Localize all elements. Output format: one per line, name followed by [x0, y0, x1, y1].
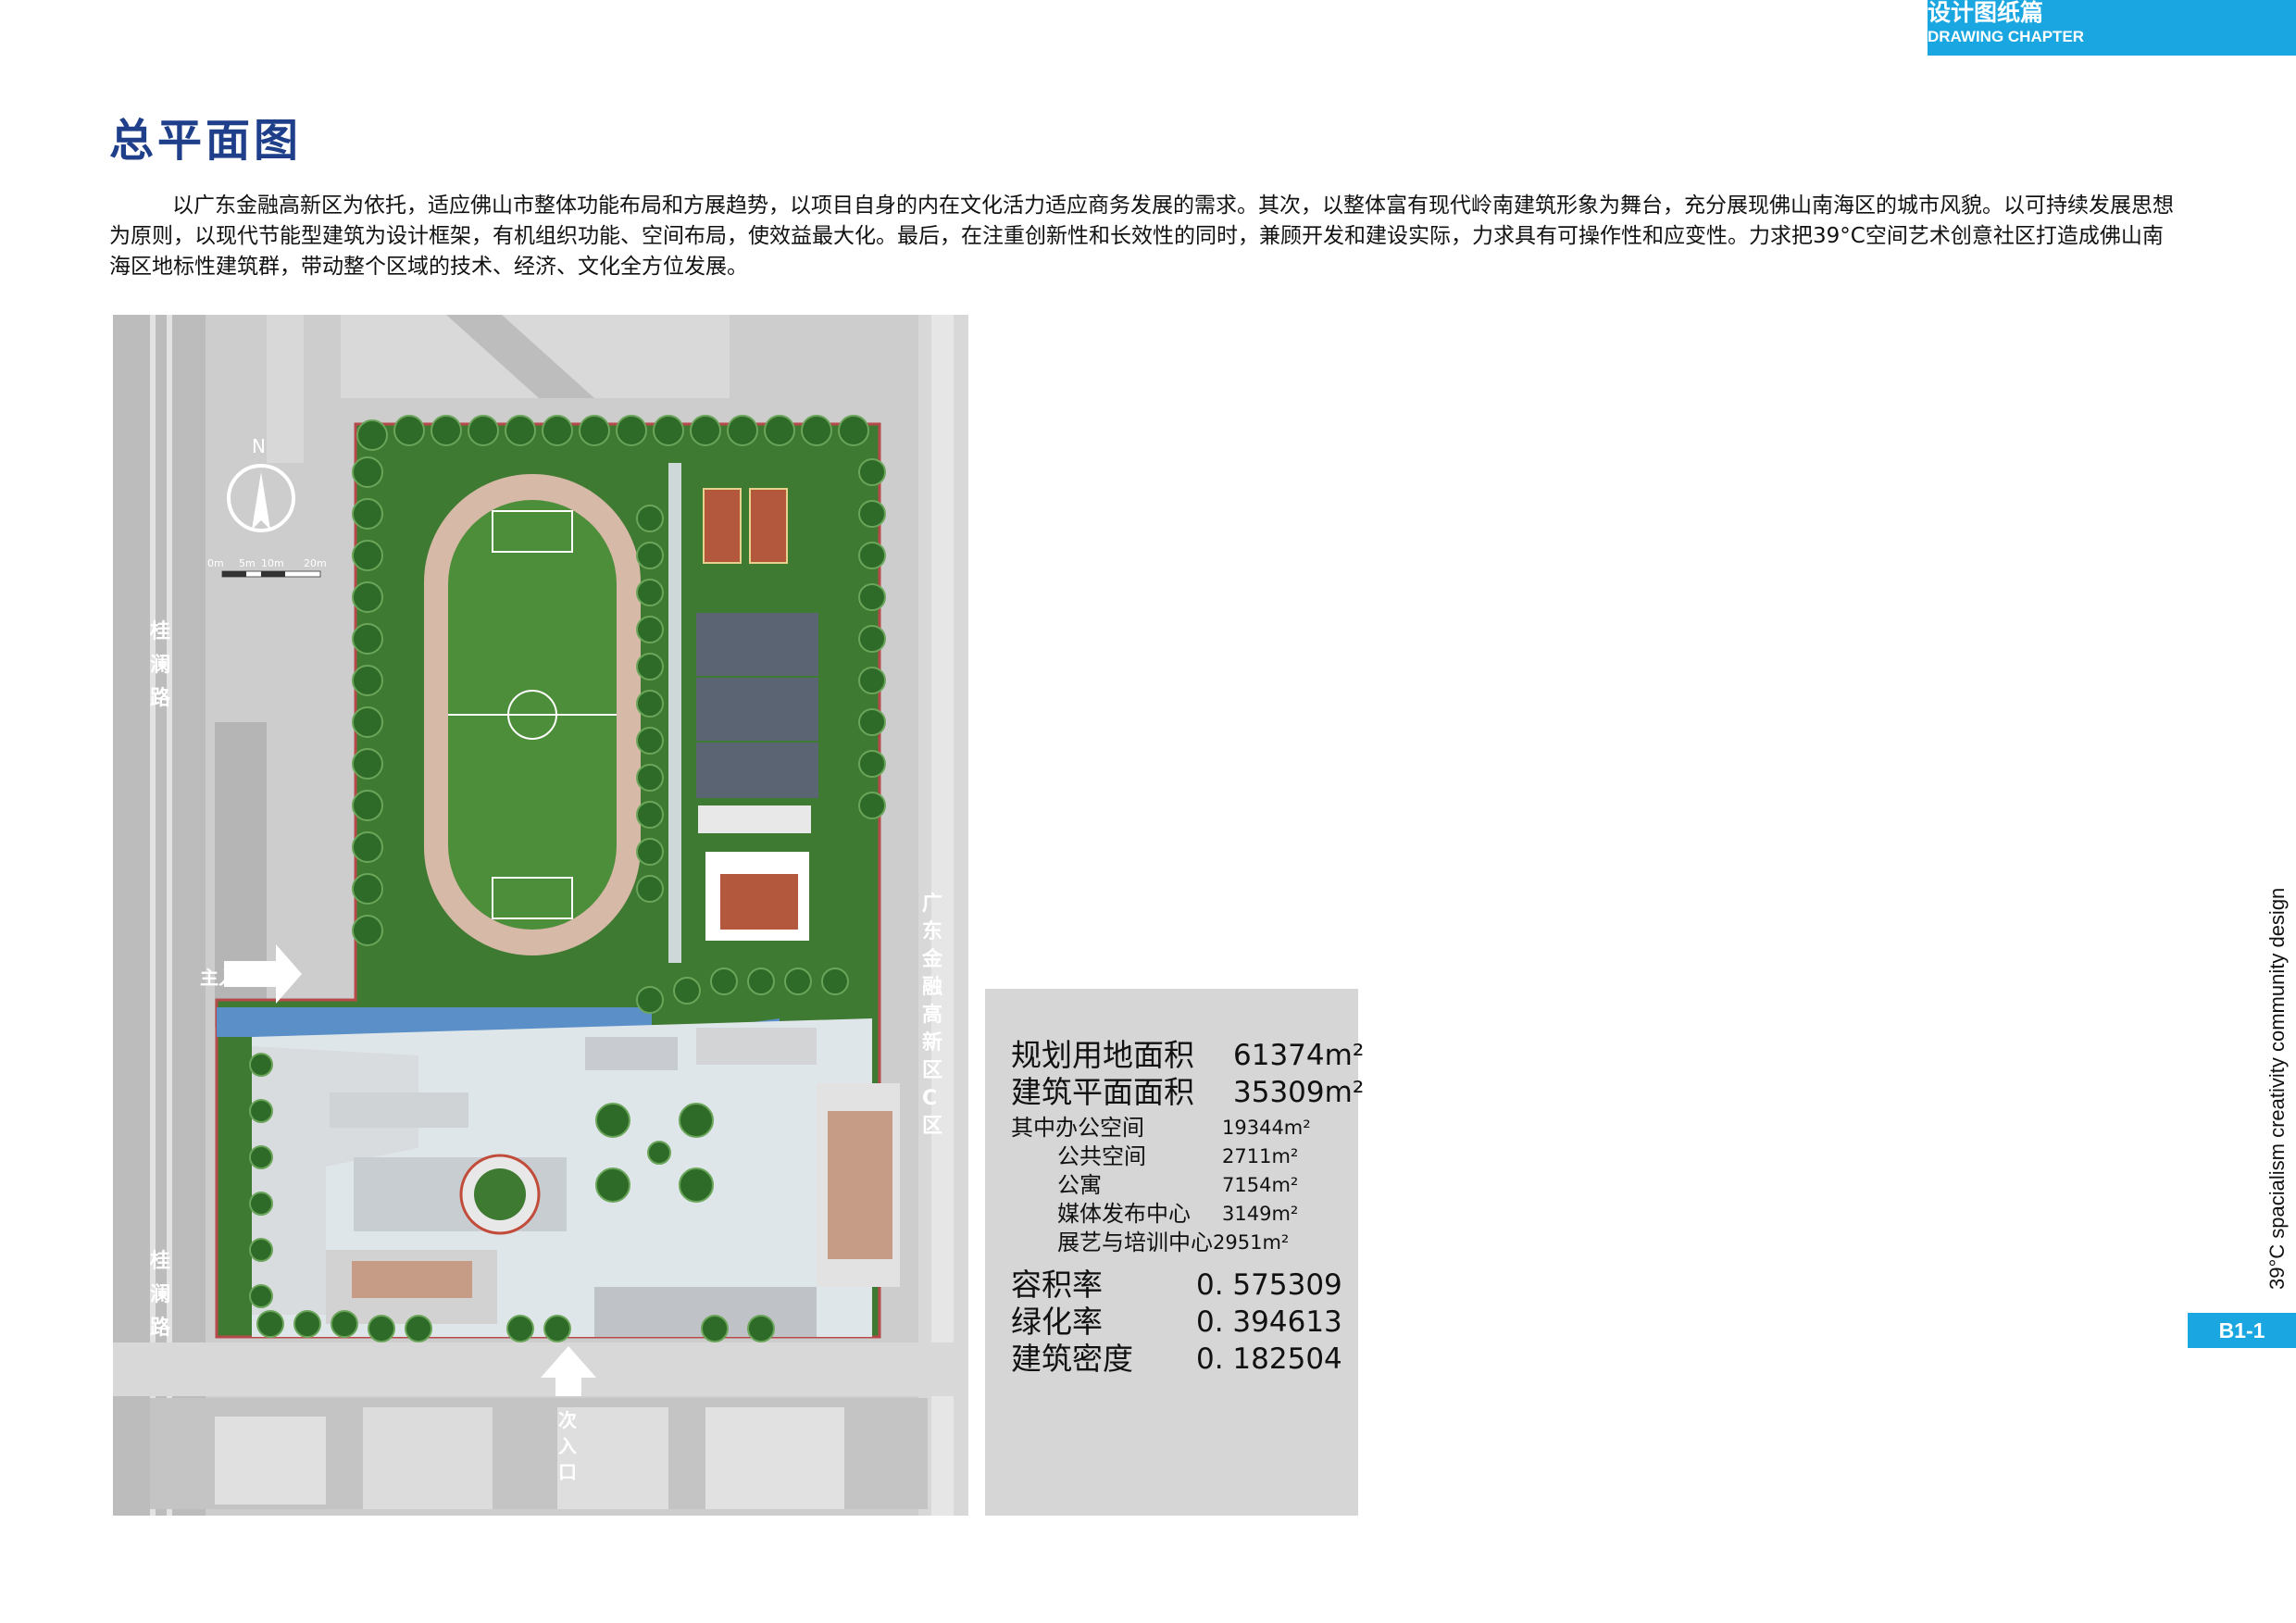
- stat-value: 2951m²: [1213, 1231, 1290, 1254]
- secondary-entrance-label: 次入口: [558, 1409, 577, 1483]
- stat-label: 建筑密度: [1011, 1341, 1133, 1377]
- intro-text: 以广东金融高新区为依托，适应佛山市整体功能布局和方展趋势，以项目自身的内在文化活…: [109, 191, 2183, 282]
- stat-row: 建筑平面面积 35309m²: [1011, 1074, 1364, 1110]
- road-label-west-bottom: 桂澜路: [150, 1250, 171, 1340]
- scale-label: 10m: [261, 557, 284, 569]
- stat-value: 0. 182504: [1196, 1342, 1342, 1376]
- scale-bar: [221, 570, 321, 578]
- intro-paragraph: 以广东金融高新区为依托，适应佛山市整体功能布局和方展趋势，以项目自身的内在文化活…: [109, 194, 2174, 279]
- stat-value: 0. 575309: [1196, 1268, 1342, 1302]
- stat-label: 绿化率: [1011, 1304, 1103, 1340]
- side-caption-text: 39°C spacialism creativity community des…: [2265, 887, 2289, 1290]
- stat-value: 0. 394613: [1196, 1305, 1342, 1339]
- north-label: N: [252, 435, 266, 457]
- scale-label: 0m: [207, 557, 224, 569]
- stat-label: 媒体发布中心: [1057, 1201, 1191, 1227]
- stat-label: 展艺与培训中心: [1057, 1230, 1213, 1255]
- stat-value: 19344m²: [1222, 1117, 1311, 1139]
- chapter-tag: 设计图纸篇 DRAWING CHAPTER: [1928, 0, 2296, 56]
- main-entrance-arrow-icon: [224, 944, 302, 1004]
- stat-row: 公寓 7154m²: [1057, 1172, 1298, 1198]
- stat-label: 其中办公空间: [1011, 1115, 1144, 1141]
- statistics-panel: 规划用地面积 61374m² 建筑平面面积 35309m² 其中办公空间 193…: [985, 989, 1364, 1516]
- chapter-title-cn: 设计图纸篇: [1928, 0, 2044, 26]
- stat-value: 3149m²: [1222, 1203, 1299, 1225]
- site-plan: N 0m 5m 10m 20m 桂澜路 桂澜路 广东金融高新区C区 主入口 次入…: [113, 315, 968, 1516]
- north-arrow-icon: [227, 464, 295, 532]
- scale-labels: 0m 5m 10m 20m: [207, 557, 337, 570]
- stat-value: 35309m²: [1233, 1076, 1365, 1109]
- stat-value: 61374m²: [1233, 1039, 1365, 1072]
- stat-row: 展艺与培训中心 2951m²: [1057, 1230, 1289, 1255]
- stat-label: 建筑平面面积: [1011, 1074, 1194, 1110]
- scale-label: 20m: [304, 557, 327, 569]
- page-number-badge: B1-1: [2188, 1313, 2296, 1348]
- divider: [968, 315, 985, 1516]
- main-entrance-label: 主入口: [200, 967, 256, 989]
- road-label-west-top: 桂澜路: [150, 620, 171, 710]
- stat-row: 其中办公空间 19344m²: [1011, 1115, 1311, 1141]
- tree-group: [249, 415, 886, 1342]
- page-title: 总平面图: [109, 115, 303, 167]
- stat-label: 公共空间: [1057, 1143, 1146, 1169]
- stat-label: 容积率: [1011, 1267, 1103, 1303]
- secondary-entrance-arrow-icon: [541, 1346, 596, 1396]
- stat-row: 媒体发布中心 3149m²: [1057, 1201, 1298, 1227]
- stat-row: 绿化率 0. 394613: [1011, 1304, 1342, 1340]
- scale-label: 5m: [239, 557, 256, 569]
- stat-row: 建筑密度 0. 182504: [1011, 1341, 1342, 1377]
- stat-row: 规划用地面积 61374m²: [1011, 1037, 1364, 1073]
- stat-label: 规划用地面积: [1011, 1037, 1194, 1073]
- stat-value: 2711m²: [1222, 1145, 1299, 1167]
- stat-label: 公寓: [1057, 1172, 1102, 1198]
- stat-value: 7154m²: [1222, 1174, 1299, 1196]
- site-plan-drawing: [113, 315, 968, 1516]
- stat-row: 公共空间 2711m²: [1057, 1143, 1298, 1169]
- chapter-title-en: DRAWING CHAPTER: [1928, 28, 2085, 45]
- stat-row: 容积率 0. 575309: [1011, 1267, 1342, 1303]
- road-label-east: 广东金融高新区C区: [922, 893, 943, 1138]
